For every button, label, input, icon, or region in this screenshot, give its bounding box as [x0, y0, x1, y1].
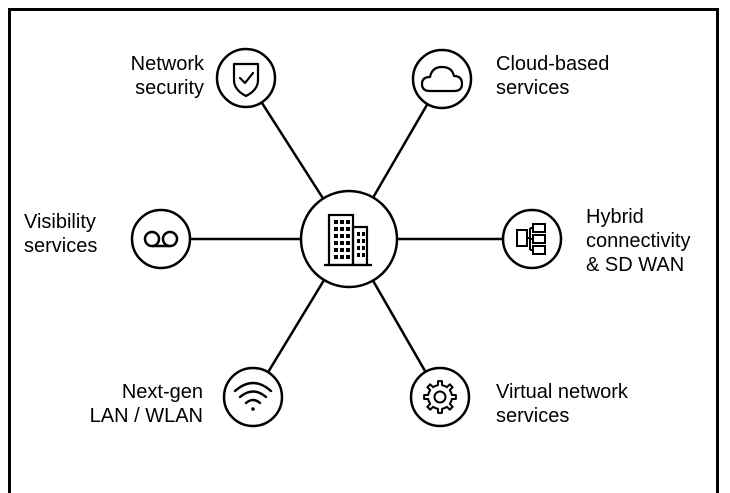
node-lan: [222, 366, 284, 428]
node-visibility: [130, 208, 192, 270]
label-hybrid: Hybrid connectivity & SD WAN: [586, 205, 691, 277]
node-network-security: [215, 47, 277, 109]
label-line: Visibility: [24, 211, 96, 233]
cloud-icon: [420, 65, 464, 93]
label-cloud-services: Cloud-based services: [496, 52, 609, 100]
node-cloud-services: [411, 48, 473, 110]
label-virtual: Virtual network services: [496, 380, 628, 428]
label-line: services: [24, 235, 98, 257]
shield-check-icon: [232, 62, 260, 98]
label-line: Virtual network: [496, 381, 628, 403]
label-visibility: Visibility services: [24, 210, 97, 258]
network-tree-icon: [516, 223, 546, 255]
wifi-icon: [233, 381, 273, 411]
label-line: Hybrid: [586, 206, 644, 228]
voicemail-icon: [143, 230, 179, 248]
label-network-security: Network security: [131, 52, 204, 100]
label-line: security: [135, 77, 204, 99]
label-line: services: [496, 405, 570, 427]
building-icon: [324, 213, 372, 267]
node-virtual: [409, 366, 471, 428]
center-node: [299, 189, 399, 289]
diagram-frame: [8, 8, 719, 493]
label-line: services: [496, 77, 570, 99]
label-line: LAN / WLAN: [89, 405, 203, 427]
label-lan: Next-gen LAN / WLAN: [90, 380, 203, 428]
label-line: connectivity: [586, 230, 691, 252]
label-line: & SD WAN: [586, 254, 685, 276]
label-line: Cloud-based: [496, 53, 610, 75]
label-line: Next-gen: [121, 381, 203, 403]
gear-icon: [423, 380, 457, 414]
label-line: Network: [130, 53, 204, 75]
